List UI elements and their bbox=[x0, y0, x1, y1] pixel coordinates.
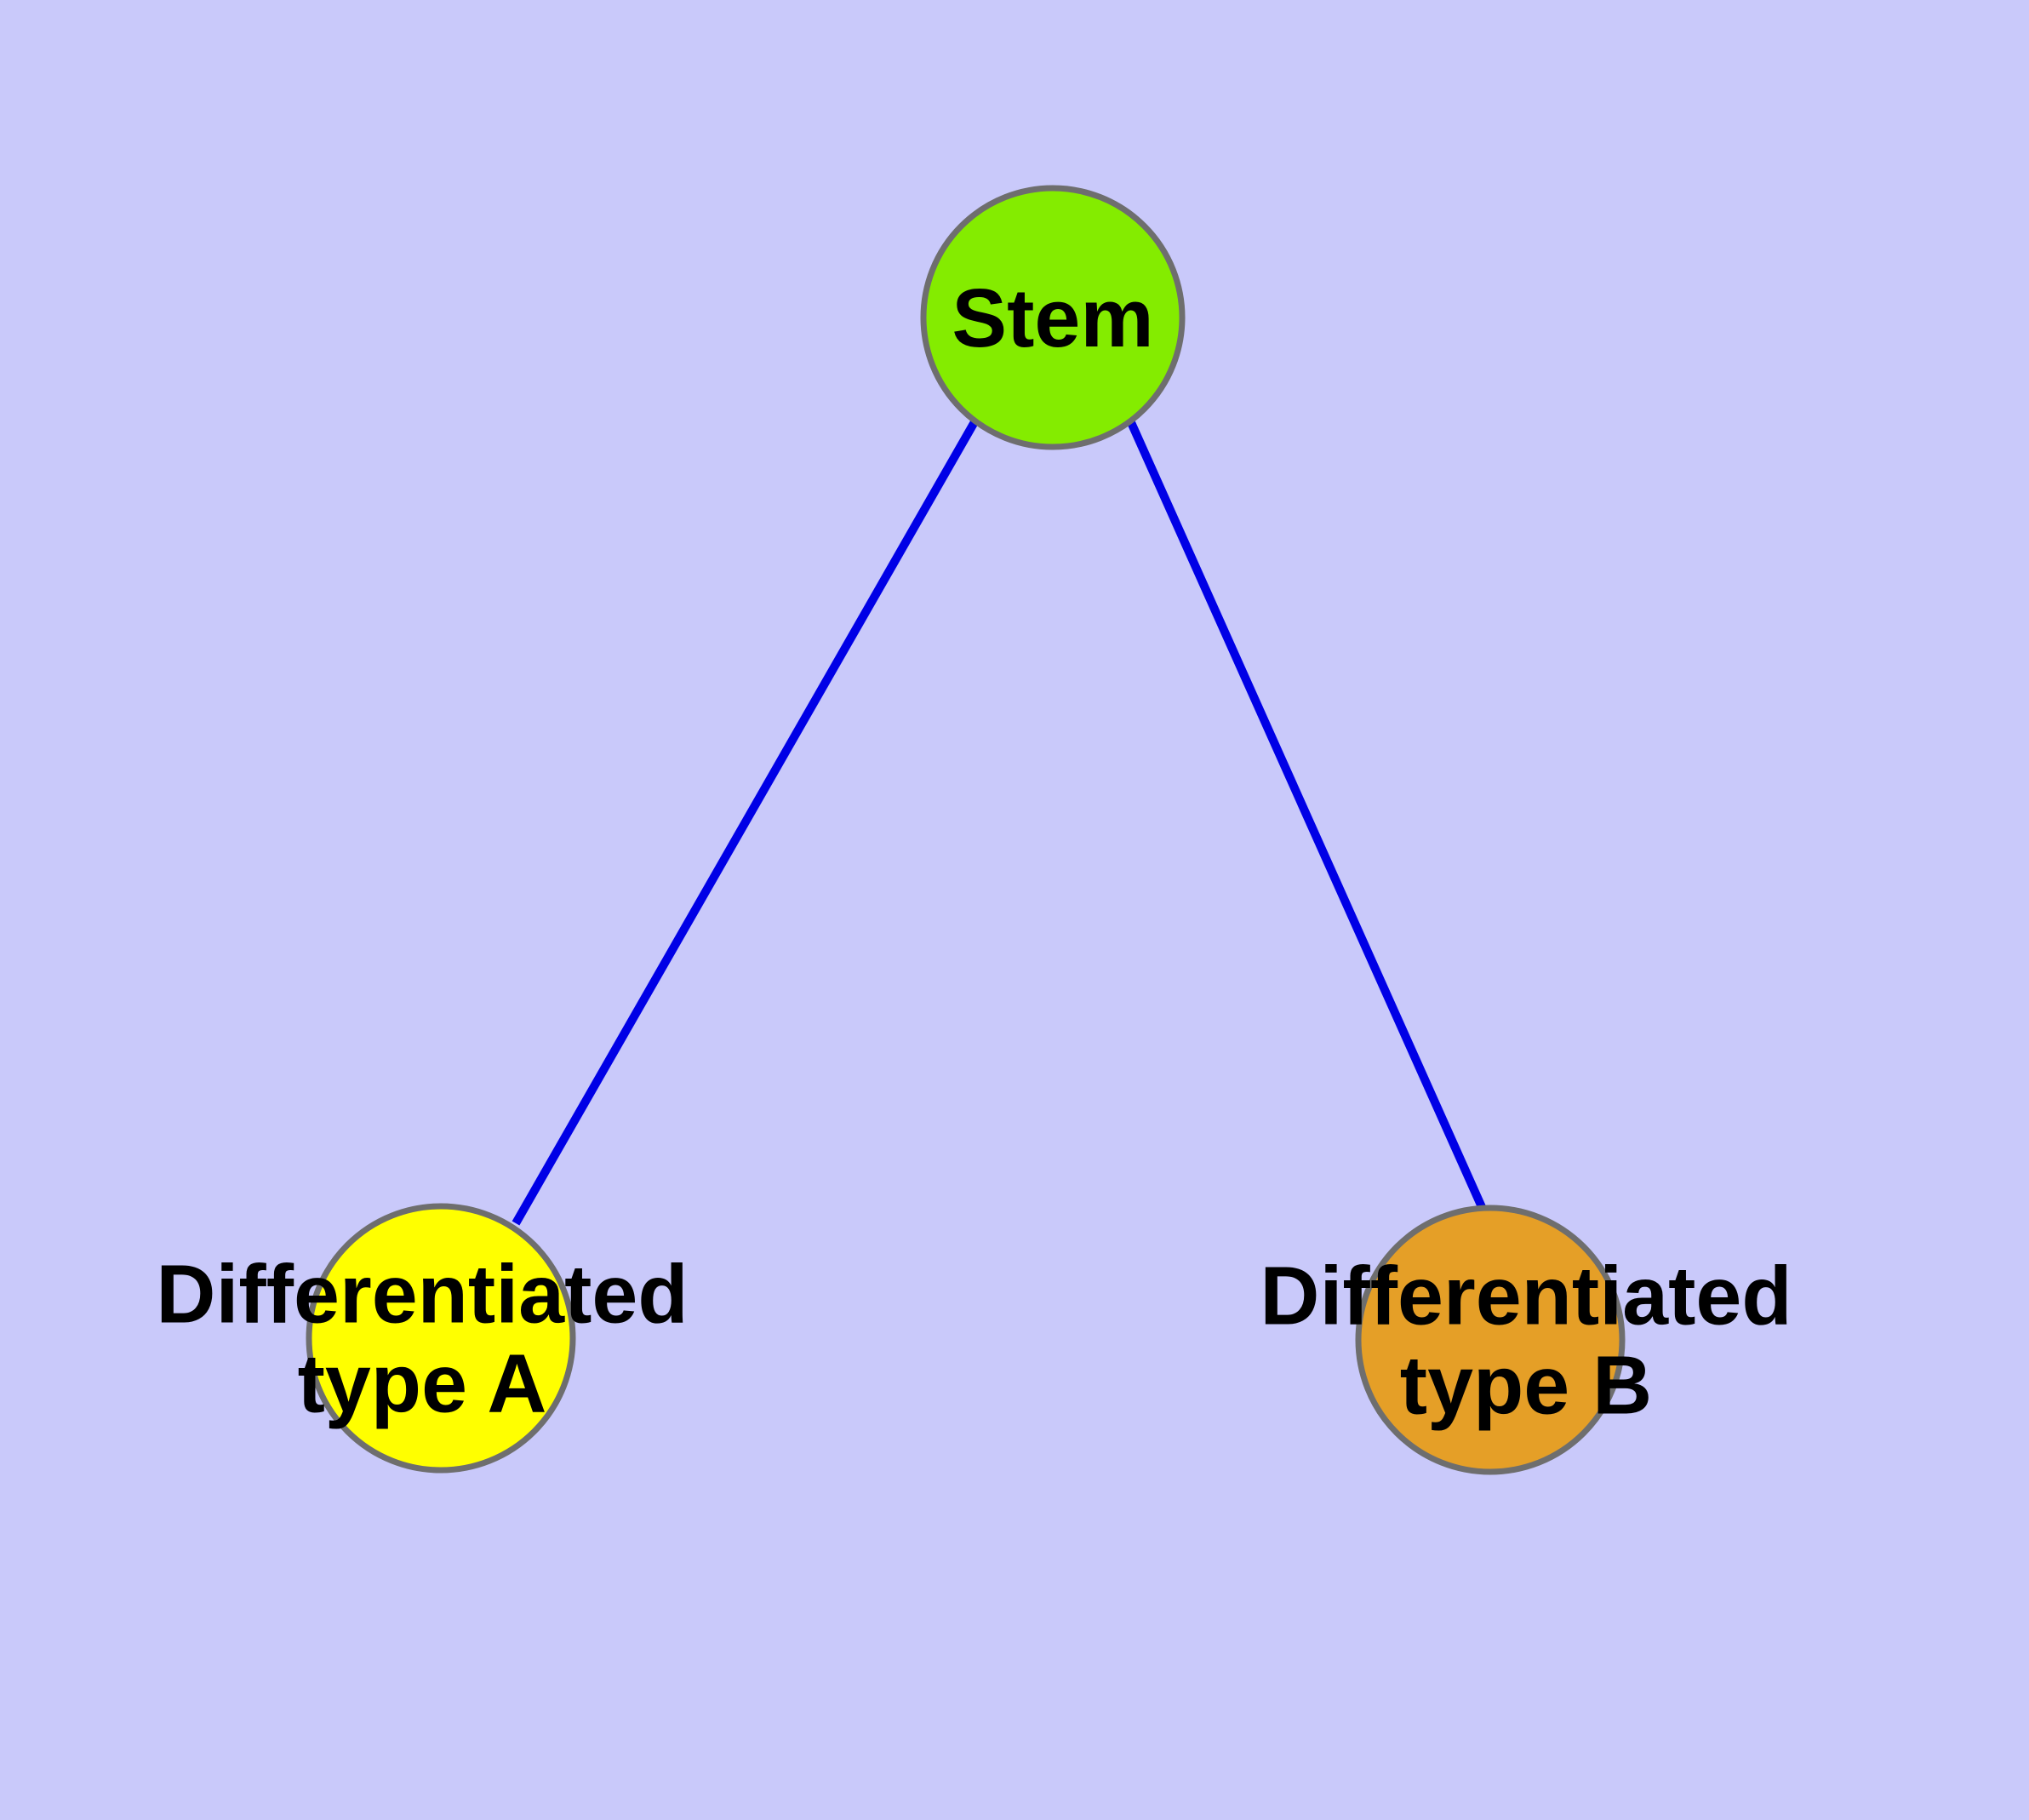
node-label-stem: Stem bbox=[952, 272, 1153, 364]
node-label-line: Differentiated bbox=[156, 1248, 688, 1341]
edge-stem-to-diff-b bbox=[1126, 418, 1494, 1227]
node-circle-diff-b[interactable] bbox=[1355, 1205, 1626, 1475]
node-stem[interactable]: Stem bbox=[920, 185, 1186, 450]
node-label-line: type A bbox=[298, 1337, 547, 1430]
node-label-line: Stem bbox=[952, 272, 1153, 364]
node-circle-stem[interactable] bbox=[920, 185, 1186, 450]
node-label-line: type B bbox=[1400, 1339, 1652, 1432]
node-circle-diff-a[interactable] bbox=[306, 1203, 576, 1474]
edge-stem-to-diff-a bbox=[512, 418, 980, 1226]
node-label-line: Differentiated bbox=[1260, 1250, 1792, 1342]
edges-group bbox=[512, 418, 1494, 1227]
